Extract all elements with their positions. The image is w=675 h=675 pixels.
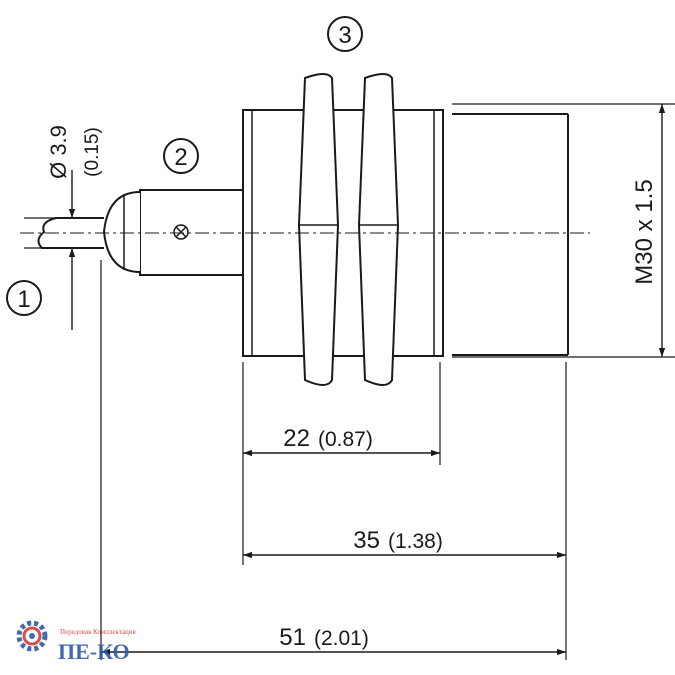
dim-51: 51 [279,624,306,651]
cable [37,217,104,249]
callout-circle-nuts [327,16,363,52]
dim-cable-diameter-inch: (0.15) [82,127,103,177]
mounting-nut-2 [357,73,400,386]
watermark-tagline: Передовая Комплектация [60,628,137,636]
dim-35-inch: (1.38) [388,530,443,553]
watermark-brand: ПЕ-КО [58,639,130,664]
sensing-head [452,113,569,356]
dim-22-mm: 22 [283,425,310,452]
dim-thread: M30 x 1.5 [631,179,658,284]
watermark-logo: Передовая Комплектация ПЕ-КО [16,620,137,664]
gear-icon [16,620,48,652]
dim-51-inch: (2.01) [314,627,369,650]
callout-circle-cable [6,280,42,316]
callout-connector: 2 [174,144,187,171]
mounting-nut-1 [297,73,340,386]
dim-cable-diameter: Ø 3.9 [46,125,71,179]
dim-22: 22 [283,425,310,452]
callout-circle-connector [163,138,199,174]
callout-cable: 1 [17,286,30,313]
dimension-lines [68,104,666,656]
dim-22-inch: (0.87) [318,428,373,451]
callout-nuts: 3 [338,22,351,49]
extension-lines [24,103,675,660]
dim-35: 35 [353,527,380,554]
